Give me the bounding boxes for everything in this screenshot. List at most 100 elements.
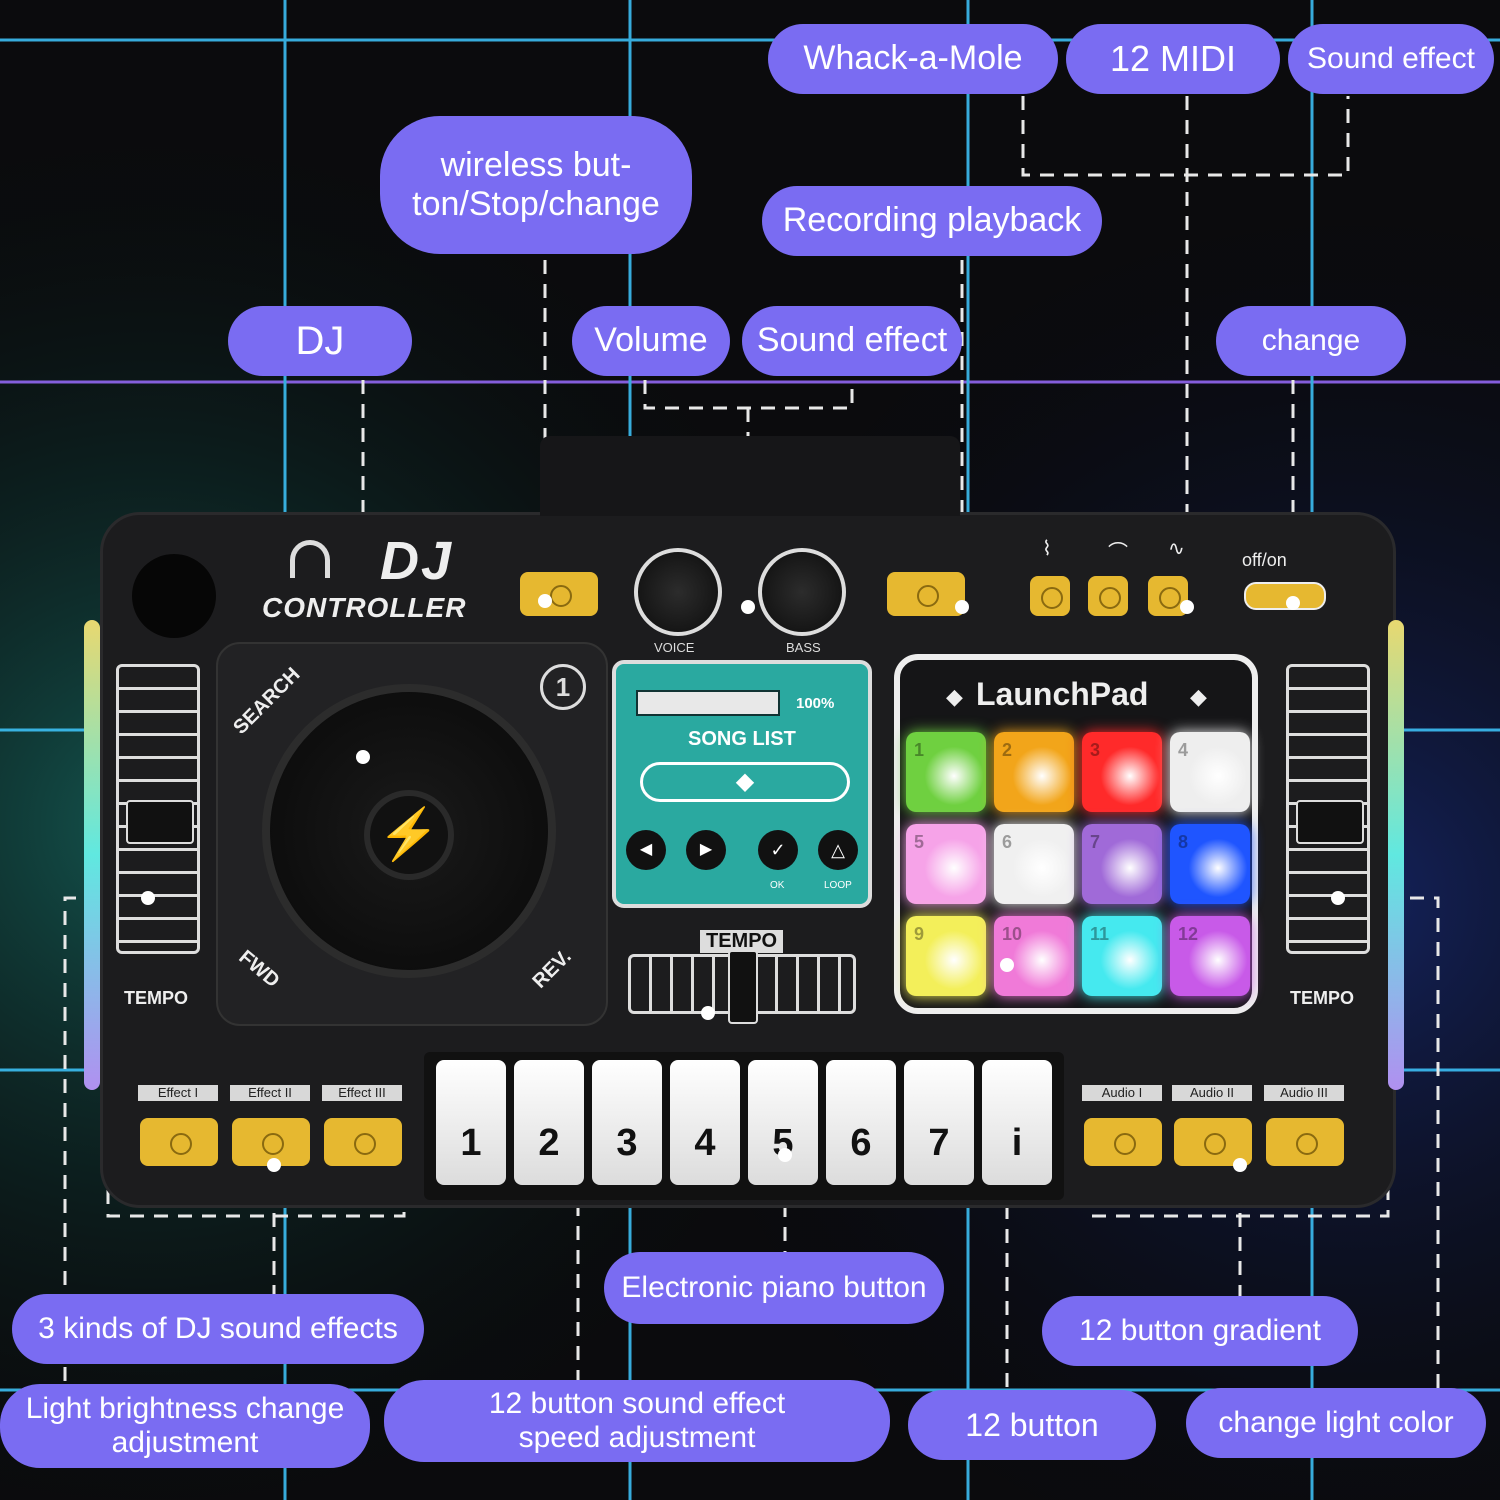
voice-label: VOICE: [654, 640, 695, 655]
right-edge-light: [1388, 620, 1404, 1090]
launchpad-pad-11[interactable]: 11: [1082, 916, 1162, 996]
whack-a-mole-button[interactable]: [1030, 576, 1070, 616]
audio-1-label: Audio I: [1082, 1085, 1162, 1101]
launchpad-pad-8[interactable]: 8: [1170, 824, 1250, 904]
leader-dot: [356, 750, 370, 764]
leader-dot: [955, 600, 969, 614]
diamond-icon-right: ◆: [1190, 684, 1207, 709]
power-switch-label: off/on: [1242, 550, 1287, 570]
power-switch[interactable]: [1244, 582, 1326, 610]
volume-bar: [636, 690, 780, 716]
piano-key-2[interactable]: 2: [514, 1060, 584, 1185]
leader-dot: [1000, 958, 1014, 972]
right-tempo-knob[interactable]: [1296, 800, 1364, 844]
piano-key-6[interactable]: 6: [826, 1060, 896, 1185]
speaker-hole: [132, 554, 216, 638]
ok-button[interactable]: ✓: [758, 830, 798, 870]
callout-sound-effect-mid: Sound effect: [742, 306, 962, 376]
leader-dot: [701, 1006, 715, 1020]
midi-button[interactable]: [1088, 576, 1128, 616]
song-selector[interactable]: ◆: [640, 762, 850, 802]
audio-1-button[interactable]: [1084, 1118, 1162, 1166]
leader-dot: [778, 1148, 792, 1162]
callout-change-light-color: change light color: [1186, 1388, 1486, 1458]
leader-dot: [1233, 1158, 1247, 1172]
callout-button-gradient: 12 button gradient: [1042, 1296, 1358, 1366]
launchpad-pad-2[interactable]: 2: [994, 732, 1074, 812]
deck-number-icon: 1: [540, 664, 586, 710]
left-tempo-label: TEMPO: [124, 988, 189, 1008]
piano-key-8[interactable]: i: [982, 1060, 1052, 1185]
piano-key-5[interactable]: 5: [748, 1060, 818, 1185]
leader-dot: [141, 891, 155, 905]
device-top-bar: [540, 436, 960, 516]
launchpad-pad-10[interactable]: 10: [994, 916, 1074, 996]
next-button[interactable]: ▶: [686, 830, 726, 870]
volume-percent: 100%: [796, 695, 835, 712]
callout-recording-playback: Recording playback: [762, 186, 1102, 256]
leader-dot: [741, 600, 755, 614]
prev-button[interactable]: ◀: [626, 830, 666, 870]
left-tempo-knob[interactable]: [126, 800, 194, 844]
sound-mode-icon: ∿: [1168, 538, 1185, 560]
song-list-title: SONG LIST: [688, 728, 796, 750]
callout-electronic-piano: Electronic piano button: [604, 1252, 944, 1324]
effect-2-label: Effect II: [230, 1085, 310, 1101]
loop-button[interactable]: △: [818, 830, 858, 870]
loop-label: LOOP: [824, 880, 852, 891]
diamond-icon-left: ◆: [946, 684, 963, 709]
callout-volume: Volume: [572, 306, 730, 376]
audio-2-label: Audio II: [1172, 1085, 1252, 1101]
ok-label: OK: [770, 880, 785, 891]
center-tempo-label: TEMPO: [700, 930, 784, 953]
launchpad-title: LaunchPad: [976, 676, 1149, 712]
audio-3-button[interactable]: [1266, 1118, 1344, 1166]
midi-mode-icon: ⌒: [1108, 542, 1128, 564]
effect-1-button[interactable]: [140, 1118, 218, 1166]
launchpad-pad-9[interactable]: 9: [906, 916, 986, 996]
effect-1-label: Effect I: [138, 1085, 218, 1101]
piano-key-4[interactable]: 4: [670, 1060, 740, 1185]
right-tempo-label: TEMPO: [1290, 988, 1355, 1008]
logo-dj: DJ: [380, 531, 454, 591]
callout-12-button: 12 button: [908, 1390, 1156, 1460]
piano-key-7[interactable]: 7: [904, 1060, 974, 1185]
effect-3-button[interactable]: [324, 1118, 402, 1166]
center-tempo-knob[interactable]: [728, 950, 758, 1024]
callout-brightness: Light brightness change adjustment: [0, 1384, 370, 1468]
leader-dot: [1331, 891, 1345, 905]
launchpad-pad-5[interactable]: 5: [906, 824, 986, 904]
callout-dj-sound-effects: 3 kinds of DJ sound effects: [12, 1294, 424, 1364]
leader-dot: [538, 594, 552, 608]
piano-key-3[interactable]: 3: [592, 1060, 662, 1185]
logo-controller: CONTROLLER: [262, 592, 467, 623]
launchpad-pad-3[interactable]: 3: [1082, 732, 1162, 812]
callout-sound-effect-top: Sound effect: [1288, 24, 1494, 94]
callout-whack-a-mole: Whack-a-Mole: [768, 24, 1058, 94]
bass-label: BASS: [786, 640, 821, 655]
bass-knob[interactable]: [758, 548, 846, 636]
audio-3-label: Audio III: [1264, 1085, 1344, 1101]
piano-key-1[interactable]: 1: [436, 1060, 506, 1185]
callout-change: change: [1216, 306, 1406, 376]
jog-center-button[interactable]: ⚡: [364, 790, 454, 880]
leader-dot: [267, 1158, 281, 1172]
leader-dot: [1180, 600, 1194, 614]
callout-wireless: wireless but-ton/Stop/change: [380, 116, 692, 254]
effect-3-label: Effect III: [322, 1085, 402, 1101]
whack-mode-icon: ⌇: [1042, 538, 1052, 560]
headphone-icon: [290, 540, 330, 578]
launchpad-pad-12[interactable]: 12: [1170, 916, 1250, 996]
recording-playback-button[interactable]: [887, 572, 965, 616]
launchpad-pad-1[interactable]: 1: [906, 732, 986, 812]
launchpad-pad-7[interactable]: 7: [1082, 824, 1162, 904]
callout-12-midi: 12 MIDI: [1066, 24, 1280, 94]
launchpad-pad-6[interactable]: 6: [994, 824, 1074, 904]
launchpad-pad-4[interactable]: 4: [1170, 732, 1250, 812]
wireless-button[interactable]: [520, 572, 598, 616]
mode-icons: ⌇ ⌒ ∿: [1030, 536, 1226, 564]
left-edge-light: [84, 620, 100, 1090]
callout-dj: DJ: [228, 306, 412, 376]
voice-knob[interactable]: [634, 548, 722, 636]
callout-speed-adjustment: 12 button sound effect speed adjustment: [384, 1380, 890, 1462]
